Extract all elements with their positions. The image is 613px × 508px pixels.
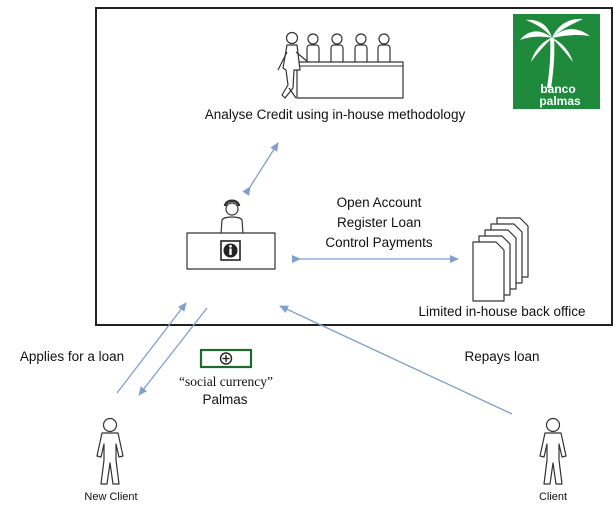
- client-person-icon: [539, 417, 567, 485]
- back-office-label: Limited in-house back office: [418, 304, 585, 319]
- palm-logo-icon: banco palmas: [513, 14, 600, 109]
- loan-return-arrow: [138, 307, 208, 396]
- analysis-counter-arrow: [242, 142, 279, 196]
- apply-arrow: [116, 302, 187, 394]
- documents-icon: [472, 217, 529, 302]
- action-open-account: Open Account: [337, 195, 422, 210]
- new-client-person-icon: [96, 417, 124, 485]
- committee-icon: [277, 31, 404, 99]
- social-currency-caption: “social currency”: [179, 374, 273, 389]
- action-register-loan: Register Loan: [337, 215, 421, 230]
- analyse-credit-label: Analyse Credit using in-house methodolog…: [205, 107, 466, 122]
- client-label: Client: [539, 491, 567, 503]
- bank-boundary-box: [95, 7, 613, 326]
- new-client-label: New Client: [84, 491, 137, 503]
- action-control-payments: Control Payments: [325, 235, 433, 250]
- palmas-currency-name: Palmas: [202, 392, 247, 407]
- logo-text-banco: banco: [540, 82, 575, 96]
- applies-for-loan-label: Applies for a loan: [20, 349, 124, 364]
- clerk-icon: [220, 199, 244, 235]
- repay-arrow: [279, 305, 513, 415]
- banknote-icon: [199, 348, 253, 369]
- repays-loan-label: Repays loan: [464, 349, 539, 364]
- info-icon: [220, 240, 241, 261]
- logo-text-palmas: palmas: [539, 94, 581, 108]
